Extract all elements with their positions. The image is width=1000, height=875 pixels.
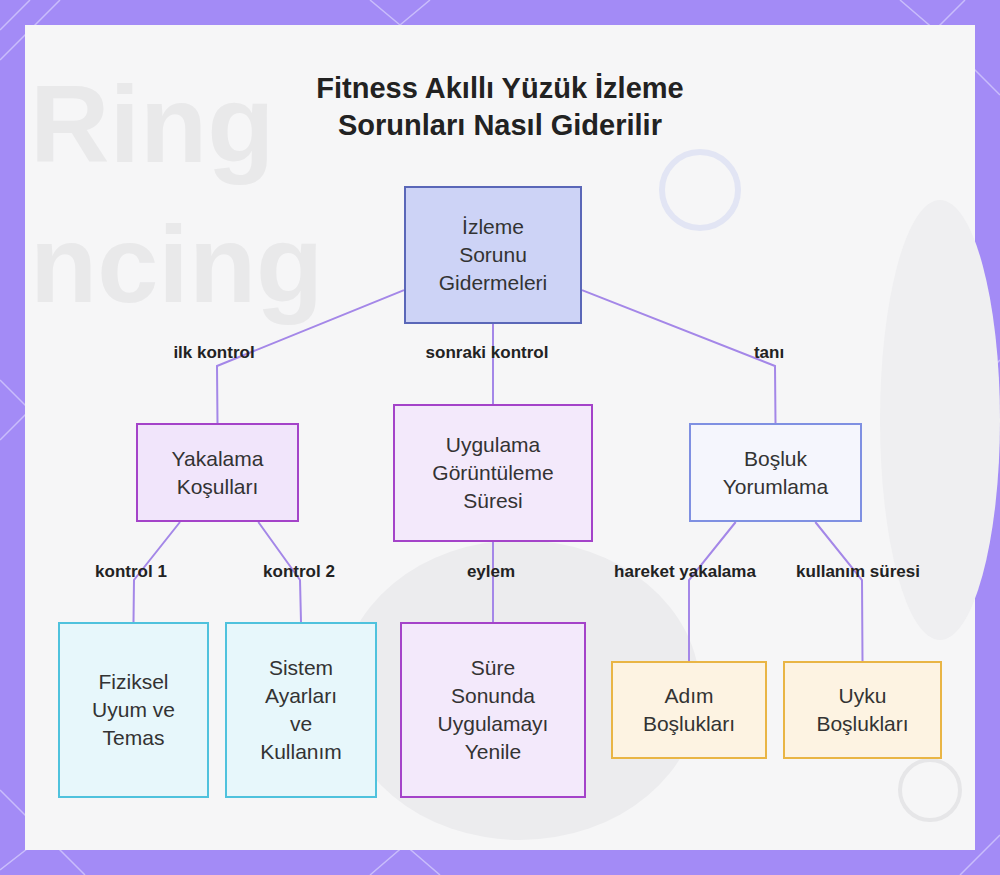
edge-label: ilk kontrol: [173, 343, 254, 363]
connector-line: [582, 290, 776, 423]
node-text-group: Sistem Ayarları ve Kullanım: [255, 654, 347, 766]
node-text: Sistem Ayarları ve Kullanım: [255, 654, 347, 766]
process-box: Adım Boşlukları: [611, 661, 767, 759]
edge-label: tanı: [754, 343, 784, 363]
connector-line: [492, 542, 494, 622]
node-text-group: Uygulama Görüntüleme Süresi: [421, 431, 566, 515]
node-text: Süre Sonunda Uygulamayı Yenile: [434, 654, 552, 766]
diagram-title: Fitness Akıllı Yüzük İzleme Sorunları Na…: [270, 70, 730, 144]
process-box: Boşluk Yorumlama: [689, 423, 862, 522]
node-text: Boşluk Yorumlama: [711, 445, 841, 501]
edge-label: kontrol 1: [95, 562, 167, 582]
connector-line: [815, 522, 862, 661]
node-text: Uyku Boşlukları: [808, 682, 918, 738]
node-text-group: Yakalama Koşulları: [153, 445, 283, 501]
process-box: Uyku Boşlukları: [783, 661, 942, 759]
node-text-group: Boşluk Yorumlama: [711, 445, 841, 501]
edge-label: kullanım süresi: [796, 562, 920, 582]
edge-label: hareket yakalama: [614, 562, 756, 582]
connector-line: [492, 324, 494, 404]
node-text: Uygulama Görüntüleme Süresi: [421, 431, 566, 515]
node-text-group: Fiziksel Uyum ve Temas: [84, 668, 184, 752]
node-text-group: Süre Sonunda Uygulamayı Yenile: [434, 654, 552, 766]
process-box: Sistem Ayarları ve Kullanım: [225, 622, 377, 798]
edge-label: kontrol 2: [263, 562, 335, 582]
node-text: Yakalama Koşulları: [153, 445, 283, 501]
connector-line: [689, 522, 736, 661]
edge-label: eylem: [467, 562, 515, 582]
node-text: Adım Boşlukları: [634, 682, 744, 738]
node-text-group: Adım Boşlukları: [634, 682, 744, 738]
process-box: Yakalama Koşulları: [136, 423, 299, 522]
process-box: İzleme Sorunu Gidermeleri: [404, 186, 582, 324]
edge-label: sonraki kontrol: [426, 343, 549, 363]
process-box: Uygulama Görüntüleme Süresi: [393, 404, 593, 542]
node-text: Fiziksel Uyum ve Temas: [84, 668, 184, 752]
node-text: İzleme Sorunu Gidermeleri: [433, 213, 553, 297]
node-text-group: İzleme Sorunu Gidermeleri: [433, 213, 553, 297]
watermark-text: Ring: [30, 60, 274, 187]
watermark-text: ncing: [30, 200, 323, 327]
node-text-group: Uyku Boşlukları: [808, 682, 918, 738]
process-box: Fiziksel Uyum ve Temas: [58, 622, 209, 798]
process-box: Süre Sonunda Uygulamayı Yenile: [400, 622, 586, 798]
